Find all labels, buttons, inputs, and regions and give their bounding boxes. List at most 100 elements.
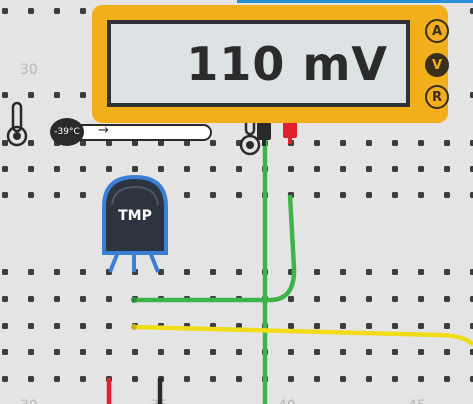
breadboard-hole[interactable]	[340, 192, 346, 198]
breadboard-hole[interactable]	[366, 296, 372, 302]
breadboard-hole[interactable]	[106, 166, 112, 172]
breadboard-hole[interactable]	[470, 8, 473, 14]
breadboard-hole[interactable]	[444, 269, 450, 275]
breadboard-hole[interactable]	[418, 166, 424, 172]
breadboard-hole[interactable]	[366, 166, 372, 172]
breadboard-hole[interactable]	[2, 376, 8, 382]
breadboard-hole[interactable]	[392, 140, 398, 146]
wire-green-signal[interactable]	[134, 194, 297, 303]
breadboard-hole[interactable]	[28, 269, 34, 275]
breadboard-hole[interactable]	[2, 296, 8, 302]
breadboard-hole[interactable]	[392, 192, 398, 198]
breadboard-hole[interactable]	[470, 192, 473, 198]
breadboard-hole[interactable]	[158, 140, 164, 146]
breadboard-hole[interactable]	[106, 323, 112, 329]
breadboard-hole[interactable]	[470, 92, 473, 98]
breadboard-hole[interactable]	[210, 140, 216, 146]
breadboard-hole[interactable]	[80, 296, 86, 302]
breadboard-hole[interactable]	[28, 166, 34, 172]
breadboard-hole[interactable]	[418, 376, 424, 382]
breadboard-hole[interactable]	[80, 8, 86, 14]
breadboard-hole[interactable]	[470, 140, 473, 146]
breadboard-hole[interactable]	[2, 166, 8, 172]
breadboard-hole[interactable]	[314, 349, 320, 355]
breadboard-hole[interactable]	[236, 192, 242, 198]
breadboard-hole[interactable]	[158, 166, 164, 172]
breadboard-hole[interactable]	[340, 166, 346, 172]
breadboard-hole[interactable]	[54, 376, 60, 382]
breadboard-hole[interactable]	[444, 376, 450, 382]
breadboard-hole[interactable]	[54, 192, 60, 198]
breadboard-hole[interactable]	[184, 140, 190, 146]
mode-ohmmeter-button[interactable]: R	[425, 85, 449, 109]
breadboard-hole[interactable]	[340, 349, 346, 355]
breadboard-hole[interactable]	[2, 349, 8, 355]
breadboard-hole[interactable]	[210, 376, 216, 382]
breadboard-hole[interactable]	[106, 349, 112, 355]
breadboard-hole[interactable]	[470, 269, 473, 275]
breadboard-hole[interactable]	[444, 296, 450, 302]
breadboard-hole[interactable]	[158, 349, 164, 355]
breadboard-hole[interactable]	[418, 140, 424, 146]
breadboard-hole[interactable]	[2, 269, 8, 275]
breadboard-hole[interactable]	[470, 296, 473, 302]
breadboard-hole[interactable]	[288, 323, 294, 329]
breadboard-hole[interactable]	[288, 349, 294, 355]
breadboard-hole[interactable]	[210, 166, 216, 172]
breadboard-hole[interactable]	[470, 349, 473, 355]
breadboard-hole[interactable]	[444, 323, 450, 329]
breadboard-hole[interactable]	[314, 323, 320, 329]
breadboard-hole[interactable]	[366, 376, 372, 382]
breadboard-hole[interactable]	[80, 140, 86, 146]
breadboard-hole[interactable]	[366, 269, 372, 275]
breadboard-hole[interactable]	[28, 349, 34, 355]
breadboard-hole[interactable]	[288, 166, 294, 172]
breadboard-hole[interactable]	[392, 349, 398, 355]
breadboard-hole[interactable]	[236, 166, 242, 172]
breadboard-hole[interactable]	[80, 323, 86, 329]
breadboard-hole[interactable]	[184, 269, 190, 275]
breadboard-hole[interactable]	[210, 269, 216, 275]
breadboard-hole[interactable]	[132, 376, 138, 382]
breadboard-hole[interactable]	[2, 323, 8, 329]
breadboard-hole[interactable]	[80, 92, 86, 98]
breadboard-hole[interactable]	[28, 8, 34, 14]
breadboard-hole[interactable]	[54, 323, 60, 329]
breadboard-hole[interactable]	[28, 323, 34, 329]
breadboard-hole[interactable]	[28, 92, 34, 98]
temperature-readout[interactable]: -39°C	[50, 118, 84, 146]
breadboard-hole[interactable]	[314, 140, 320, 146]
breadboard-hole[interactable]	[340, 296, 346, 302]
breadboard-hole[interactable]	[340, 323, 346, 329]
breadboard-hole[interactable]	[288, 296, 294, 302]
breadboard-hole[interactable]	[54, 92, 60, 98]
breadboard-hole[interactable]	[184, 192, 190, 198]
breadboard-hole[interactable]	[340, 140, 346, 146]
breadboard-hole[interactable]	[314, 166, 320, 172]
breadboard-hole[interactable]	[210, 192, 216, 198]
breadboard-hole[interactable]	[2, 140, 8, 146]
breadboard-hole[interactable]	[418, 269, 424, 275]
breadboard-hole[interactable]	[106, 296, 112, 302]
breadboard-hole[interactable]	[366, 192, 372, 198]
breadboard-hole[interactable]	[210, 349, 216, 355]
breadboard-hole[interactable]	[444, 166, 450, 172]
breadboard-hole[interactable]	[236, 349, 242, 355]
breadboard-hole[interactable]	[470, 323, 473, 329]
breadboard-hole[interactable]	[418, 349, 424, 355]
breadboard-hole[interactable]	[444, 192, 450, 198]
breadboard-hole[interactable]	[392, 376, 398, 382]
breadboard-hole[interactable]	[314, 376, 320, 382]
breadboard-hole[interactable]	[132, 166, 138, 172]
breadboard-hole[interactable]	[54, 166, 60, 172]
breadboard-hole[interactable]	[392, 166, 398, 172]
breadboard-hole[interactable]	[470, 376, 473, 382]
breadboard-hole[interactable]	[366, 323, 372, 329]
breadboard-hole[interactable]	[340, 376, 346, 382]
breadboard-hole[interactable]	[54, 349, 60, 355]
breadboard-hole[interactable]	[184, 166, 190, 172]
breadboard-hole[interactable]	[80, 192, 86, 198]
breadboard-hole[interactable]	[418, 192, 424, 198]
breadboard-hole[interactable]	[2, 192, 8, 198]
tmp-sensor[interactable]: TMP	[100, 173, 170, 257]
